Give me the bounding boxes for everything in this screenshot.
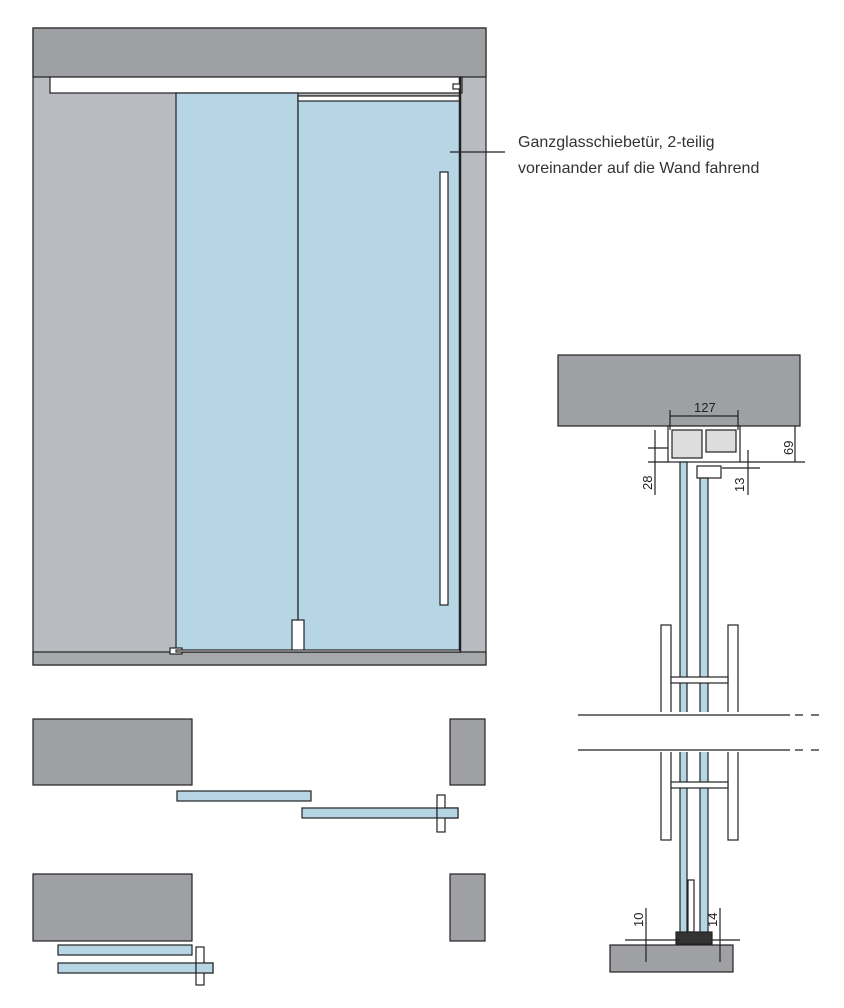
lintel: [32, 27, 487, 78]
dim-bottom-left: 10: [631, 913, 646, 927]
stopper: [452, 83, 461, 90]
dim-width: 127: [694, 400, 716, 415]
panel-rail: [297, 95, 461, 102]
top-track: [49, 76, 463, 94]
plan-view-open: [32, 873, 486, 986]
plan-view-closed: [32, 718, 486, 833]
dim-height-total: 69: [781, 441, 796, 455]
dim-bottom-right: 14: [705, 913, 720, 927]
dim-top-left: 28: [640, 476, 655, 490]
glass-panel-left: [175, 92, 299, 653]
door-label-line1: Ganzglasschiebetür, 2-teilig: [518, 134, 715, 151]
door-handle: [439, 171, 449, 606]
floor-guide-2: [291, 619, 305, 653]
dim-top-right: 13: [732, 478, 747, 492]
front-elevation: [32, 27, 505, 666]
door-label-line2: voreinander auf die Wand fahrend: [518, 160, 760, 177]
bottom-edge: [175, 649, 461, 653]
vertical-section: 127 69 28 13 10 14: [557, 354, 820, 973]
glass-panel-right: [297, 95, 461, 653]
floor-strip: [32, 651, 487, 666]
